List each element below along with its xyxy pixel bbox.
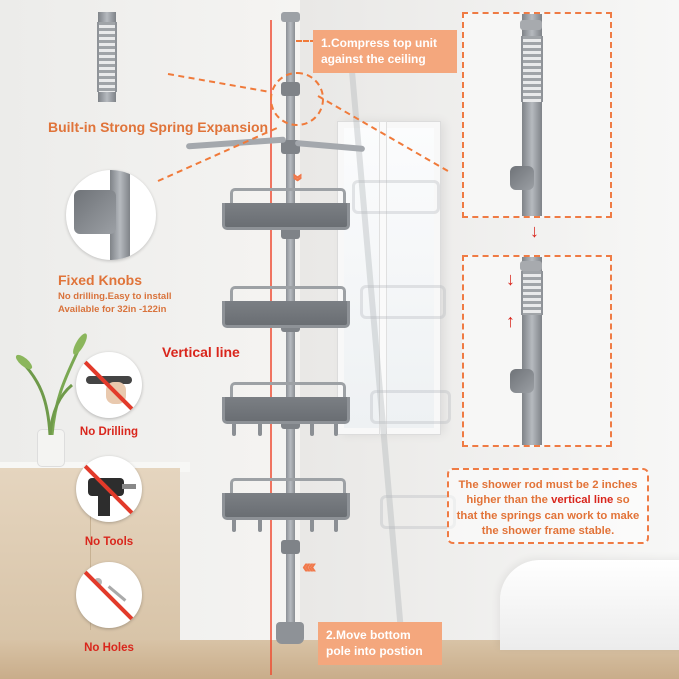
shelf-rail: [230, 286, 346, 303]
shelf-hook: [258, 520, 262, 532]
ghost-shelf: [380, 495, 456, 529]
up-chevrons-icon: ‹‹: [286, 176, 309, 183]
installation-note: The shower rod must be 2 inches higher t…: [447, 468, 649, 544]
spring-callout-circle: [270, 72, 324, 126]
shelf-hook: [310, 424, 314, 436]
step2-badge: 2.Move bottom pole into postion: [318, 622, 442, 666]
note-text-part1: The shower rod must be 2 inches higher t…: [458, 479, 638, 507]
pole-top-cap: [281, 12, 300, 22]
shelf-rail: [230, 478, 346, 495]
power-drill-icon: [76, 456, 142, 522]
down-arrow-icon: ↓: [530, 221, 539, 241]
window-frame: [380, 122, 386, 434]
knobs-line2: Available for 32in -122in: [58, 304, 167, 315]
spring-inset: [60, 12, 156, 102]
feature-label-no-tools: No Tools: [84, 536, 134, 548]
shelf-4: [222, 493, 350, 520]
shelf-hook: [334, 424, 338, 436]
knobs-title: Fixed Knobs: [58, 272, 143, 288]
shelf-hook: [232, 424, 236, 436]
cabinet-door: [90, 490, 171, 630]
shelf-rail: [230, 188, 346, 205]
shelf-1: [222, 203, 350, 230]
shelf-2: [222, 301, 350, 328]
shelf-hook: [310, 520, 314, 532]
bathtub: [500, 560, 679, 650]
shelf-3: [222, 397, 350, 424]
window: [338, 122, 440, 434]
ghost-shelf: [352, 180, 440, 214]
spring-extended-inset: [462, 12, 612, 218]
drill-hand-icon: [76, 352, 142, 418]
vertical-line-label: Vertical line: [162, 344, 240, 360]
shelf-rail: [230, 382, 346, 399]
plant-vase: [38, 430, 64, 466]
feature-label-no-holes: No Holes: [84, 642, 134, 654]
compress-up-arrow-icon: ↑: [506, 311, 515, 331]
wall-hole-icon: [76, 562, 142, 628]
spring-title: Built-in Strong Spring Expansion: [48, 119, 269, 135]
knob-icon: [74, 190, 116, 234]
note-highlight: vertical line: [551, 494, 614, 507]
compress-down-arrow-icon: ↓: [506, 269, 515, 289]
pole-foot: [276, 622, 304, 644]
spring-compressed-inset: [462, 255, 612, 447]
note-text-part2: so that the springs can work to make the…: [456, 494, 640, 537]
shelf-hook: [258, 424, 262, 436]
plant-icon: [15, 333, 87, 435]
feature-label-no-drilling: No Drilling: [79, 426, 139, 438]
left-chevrons-icon: ‹‹‹‹: [302, 556, 317, 578]
vertical-reference-line: [270, 20, 272, 675]
step1-badge: 1.Compress top unit against the ceiling: [313, 30, 457, 74]
step1-connector-line: [296, 40, 316, 42]
ghost-shelf: [370, 390, 451, 424]
ghost-shelf: [360, 285, 446, 319]
shelf-hook: [334, 520, 338, 532]
knobs-line1: No drilling.Easy to install: [58, 291, 172, 302]
knob-detail-circle: [66, 170, 156, 260]
shelf-hook: [232, 520, 236, 532]
pole-joint: [281, 540, 300, 554]
